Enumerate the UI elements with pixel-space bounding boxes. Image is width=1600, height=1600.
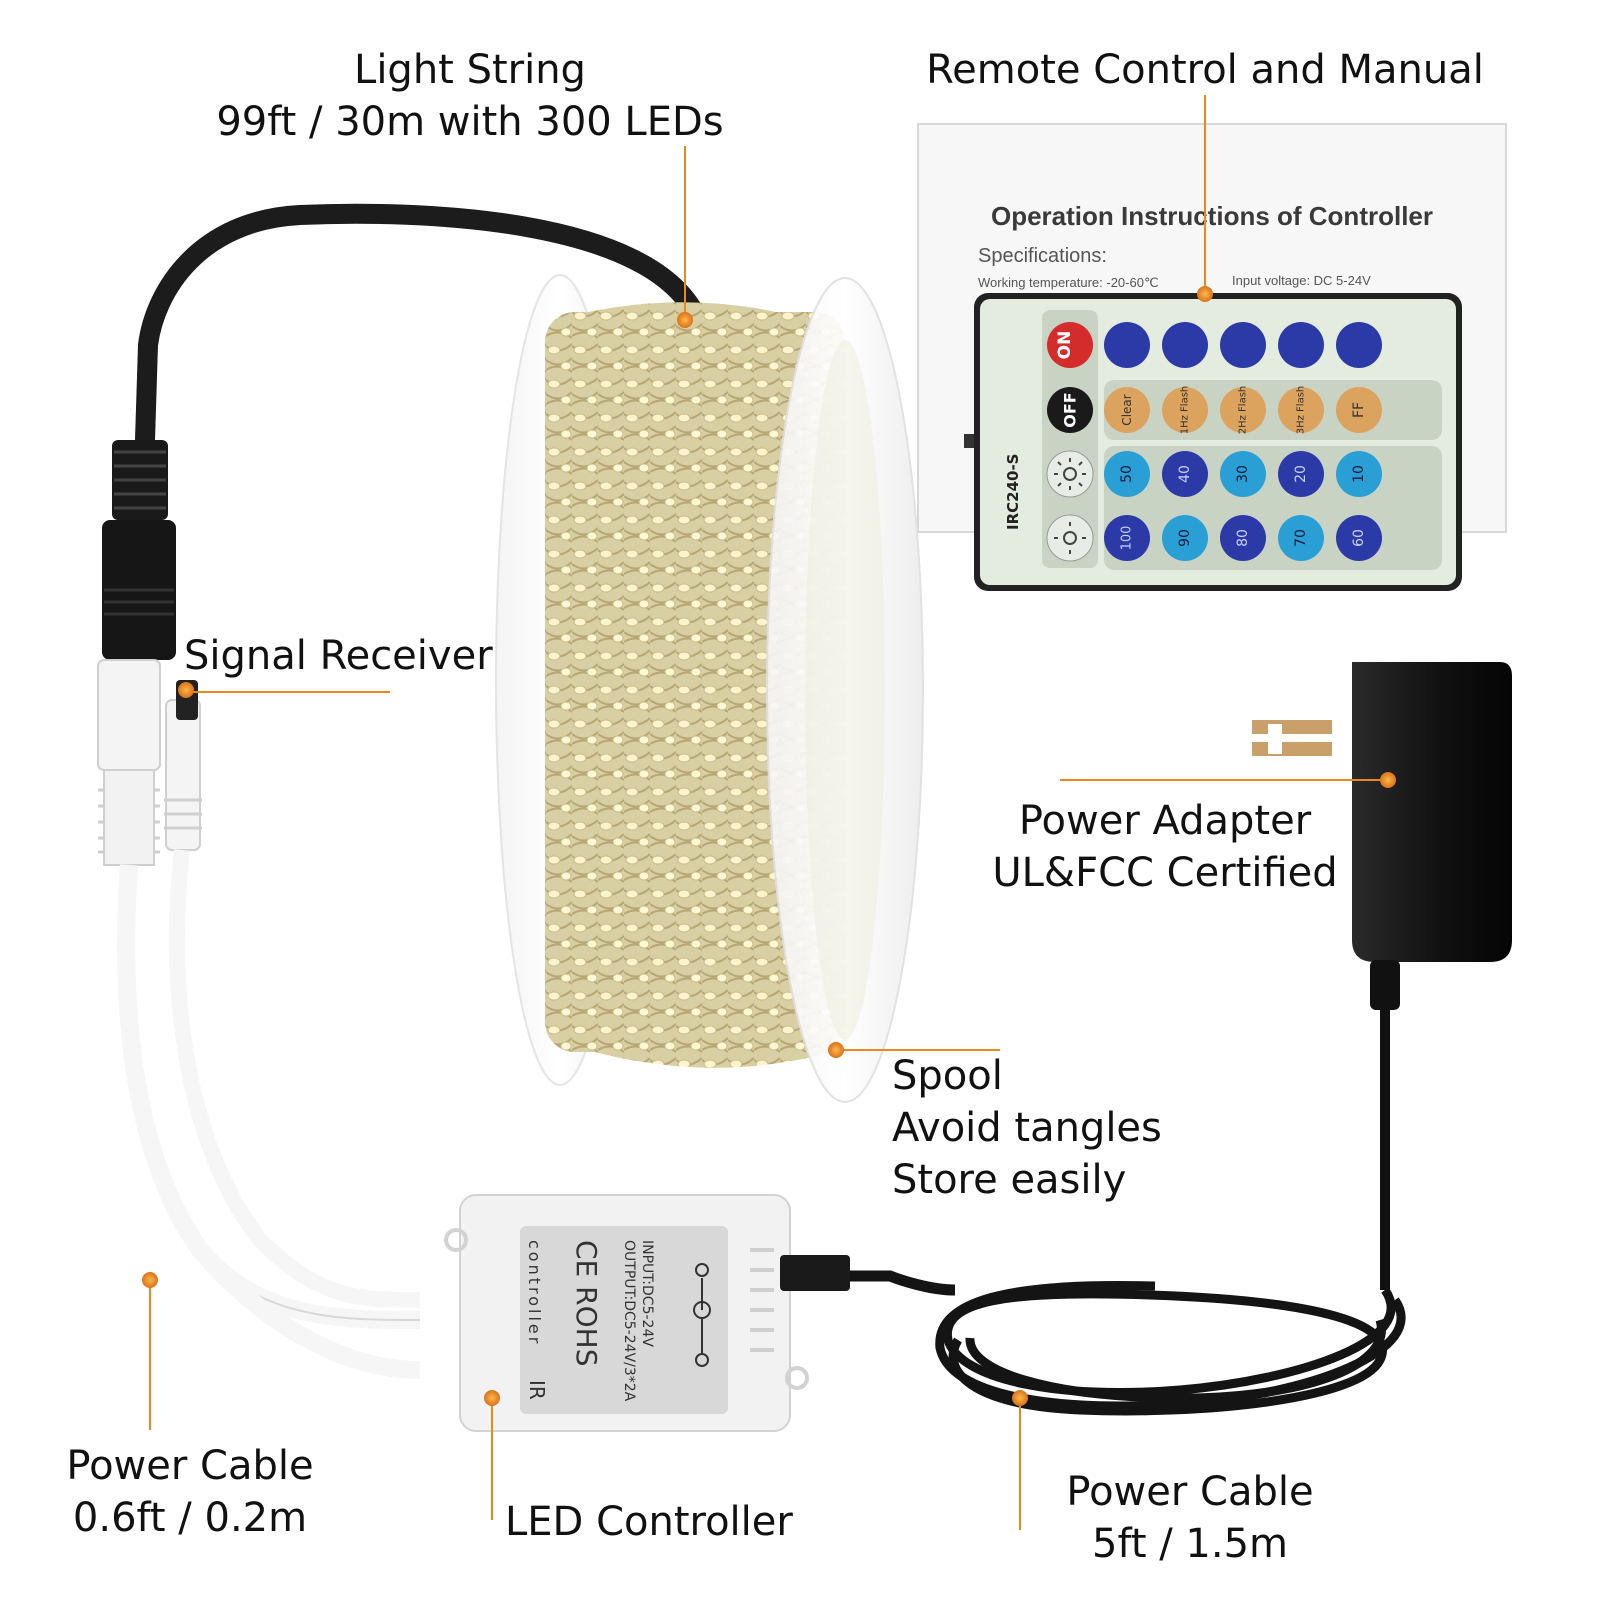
controller-ir-label: IR [525,1380,549,1400]
remote-3hz-flash-button[interactable]: 3Hz Flash [1278,386,1324,435]
callout-dot [178,682,194,698]
remote-row3-buttons: 50 40 30 20 10 [1104,451,1382,497]
remote-3hz-flash-label: 3Hz Flash [1296,386,1307,435]
remote-brightness-up-button[interactable] [1046,450,1094,498]
remote-level-60-label: 60 [1351,529,1367,547]
remote-off-label: OFF [1061,392,1080,427]
sun-down-icon [1054,522,1086,554]
remote-level-10-label: 10 [1351,465,1367,483]
remote-level-50-button[interactable]: 50 [1104,451,1150,497]
remote-level-30-button[interactable]: 30 [1220,451,1266,497]
remote-level-100-label: 100 [1120,526,1135,551]
remote-model-label: IRC240-S [1004,454,1022,530]
remote-mode-button[interactable] [1220,322,1266,368]
power-adapter-label: Power Adapter UL&FCC Certified [975,795,1355,899]
power-cable-coil [800,1270,1406,1416]
remote-level-50-label: 50 [1119,465,1135,483]
power-cable-short-label: Power Cable 0.6ft / 0.2m [40,1440,340,1544]
remote-level-20-button[interactable]: 20 [1278,451,1324,497]
callout-leaders [149,95,1385,1530]
callout-dot [484,1390,500,1406]
signal-receiver-title: Signal Receiver [184,633,493,679]
remote-level-80-button[interactable]: 80 [1220,515,1266,561]
spool-title: Spool [892,1053,1003,1099]
remote-level-90-label: 90 [1177,529,1193,547]
led-controller-label: LED Controller [505,1496,793,1548]
remote-level-40-label: 40 [1177,465,1193,483]
remote-level-40-button[interactable]: 40 [1162,451,1208,497]
remote-mode-button[interactable] [1104,322,1150,368]
remote-level-10-button[interactable]: 10 [1336,451,1382,497]
remote-2hz-flash-label: 2Hz Flash [1238,386,1249,435]
callout-dot [1012,1390,1028,1406]
power-cable-short-title: Power Cable [66,1443,314,1489]
power-cable-short-length: 0.6ft / 0.2m [72,1495,308,1541]
manual-working-temp: Working temperature: -20-60℃ [978,275,1159,290]
remote-off-button[interactable]: OFF [1047,387,1093,433]
power-cable-long-length: 5ft / 1.5m [1092,1521,1288,1567]
light-string-label: Light String 99ft / 30m with 300 LEDs [200,44,740,148]
sun-up-icon [1054,458,1086,490]
spool-feature-1: Avoid tangles [892,1105,1162,1151]
remote-control-label: Remote Control and Manual [900,44,1510,96]
callout-dot [677,312,693,328]
remote-control: IRC240-S ON OFF [964,293,1462,591]
manual-input-voltage: Input voltage: DC 5-24V [1232,273,1371,288]
remote-clear-label: Clear [1120,394,1134,425]
controller-input-label: INPUT:DC5-24V [639,1240,655,1347]
remote-row4-buttons: 100 90 80 70 60 [1104,515,1382,561]
remote-level-80-label: 80 [1235,529,1251,547]
remote-level-90-button[interactable]: 90 [1162,515,1208,561]
controller-ce-rohs-label: CE ROHS [570,1240,603,1366]
remote-mode-button[interactable] [1336,322,1382,368]
remote-row1-buttons [1104,322,1382,368]
led-controller-title: LED Controller [505,1499,793,1545]
remote-level-70-button[interactable]: 70 [1278,515,1324,561]
spool-label: Spool Avoid tangles Store easily [892,1050,1162,1206]
manual-spec-heading: Specifications: [978,245,1107,267]
remote-ff-button[interactable]: FF [1336,387,1382,433]
remote-control-title: Remote Control and Manual [926,47,1484,93]
polarity-icon [693,1263,711,1367]
callout-dot [1197,286,1213,302]
remote-row2-buttons: Clear 1Hz Flash 2Hz Flash 3Hz Flash FF [1104,386,1382,435]
callout-dots [142,286,1396,1406]
remote-2hz-flash-button[interactable]: 2Hz Flash [1220,386,1266,435]
remote-ff-label: FF [1351,402,1367,418]
callout-dot [142,1272,158,1288]
light-string-spool [495,274,924,1103]
light-string-spec: 99ft / 30m with 300 LEDs [216,99,724,145]
remote-1hz-flash-label: 1Hz Flash [1180,386,1191,435]
manual-title: Operation Instructions of Controller [991,201,1433,231]
power-adapter [1252,662,1512,1290]
remote-clear-button[interactable]: Clear [1104,387,1150,433]
remote-1hz-flash-button[interactable]: 1Hz Flash [1162,386,1208,435]
remote-mode-button[interactable] [1278,322,1324,368]
controller-output-label: OUTPUT:DC5-24V/3*2A [621,1240,637,1402]
power-adapter-title: Power Adapter [1018,798,1312,844]
cable-white-split [97,659,421,1379]
cable-black-connector [102,203,710,660]
power-cable-long-title: Power Cable [1066,1469,1314,1515]
signal-receiver-label: Signal Receiver [184,630,493,682]
remote-mode-button[interactable] [1162,322,1208,368]
remote-level-60-button[interactable]: 60 [1336,515,1382,561]
remote-level-100-button[interactable]: 100 [1104,515,1150,561]
remote-level-70-label: 70 [1293,529,1309,547]
power-adapter-cert: UL&FCC Certified [992,850,1338,896]
remote-on-button[interactable]: ON [1047,322,1093,368]
remote-level-20-label: 20 [1293,465,1309,483]
light-string-title: Light String [354,47,586,93]
remote-on-label: ON [1055,331,1075,360]
remote-brightness-down-button[interactable] [1046,514,1094,562]
controller-name-label: controller [525,1240,544,1346]
callout-dot [1380,772,1396,788]
remote-level-30-label: 30 [1235,465,1251,483]
callout-dot [828,1042,844,1058]
power-cable-long-label: Power Cable 5ft / 1.5m [1030,1466,1350,1570]
spool-feature-2: Store easily [892,1157,1127,1203]
led-controller: INPUT:DC5-24V OUTPUT:DC5-24V/3*2A CE ROH… [444,1194,850,1432]
